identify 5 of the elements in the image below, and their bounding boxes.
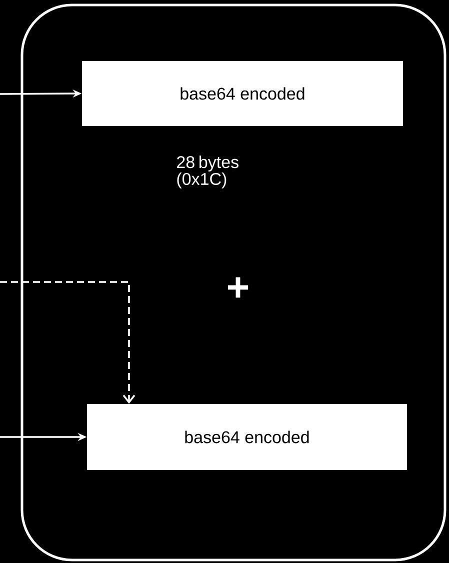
size-note: 28 bytes (0x1C) (177, 156, 238, 188)
arrow (0, 281, 136, 404)
text-box: base64 encoded (87, 404, 407, 470)
text-box: base64 encoded (82, 61, 403, 126)
plus-sign: + (228, 277, 248, 298)
